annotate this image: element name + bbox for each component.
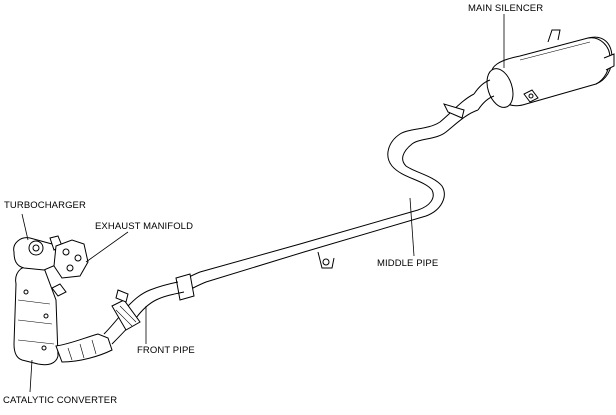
label-catalytic-converter: CATALYTIC CONVERTER (3, 395, 118, 406)
middle-pipe (175, 93, 479, 301)
leader-middle-pipe (409, 197, 415, 257)
label-main-silencer: MAIN SILENCER (468, 3, 544, 14)
leader-catalytic-converter (29, 359, 33, 393)
label-turbocharger: TURBOCHARGER (4, 200, 86, 211)
leader-exhaust-manifold (85, 231, 129, 263)
catalytic-converter (13, 265, 113, 366)
main-silencer (473, 29, 615, 111)
leader-lines (21, 14, 505, 393)
label-exhaust-manifold: EXHAUST MANIFOLD (95, 221, 194, 232)
exhaust-manifold (51, 239, 89, 297)
front-pipe (103, 281, 185, 345)
label-front-pipe: FRONT PIPE (137, 345, 195, 356)
leader-turbocharger (21, 213, 29, 241)
label-middle-pipe: MIDDLE PIPE (377, 258, 439, 269)
